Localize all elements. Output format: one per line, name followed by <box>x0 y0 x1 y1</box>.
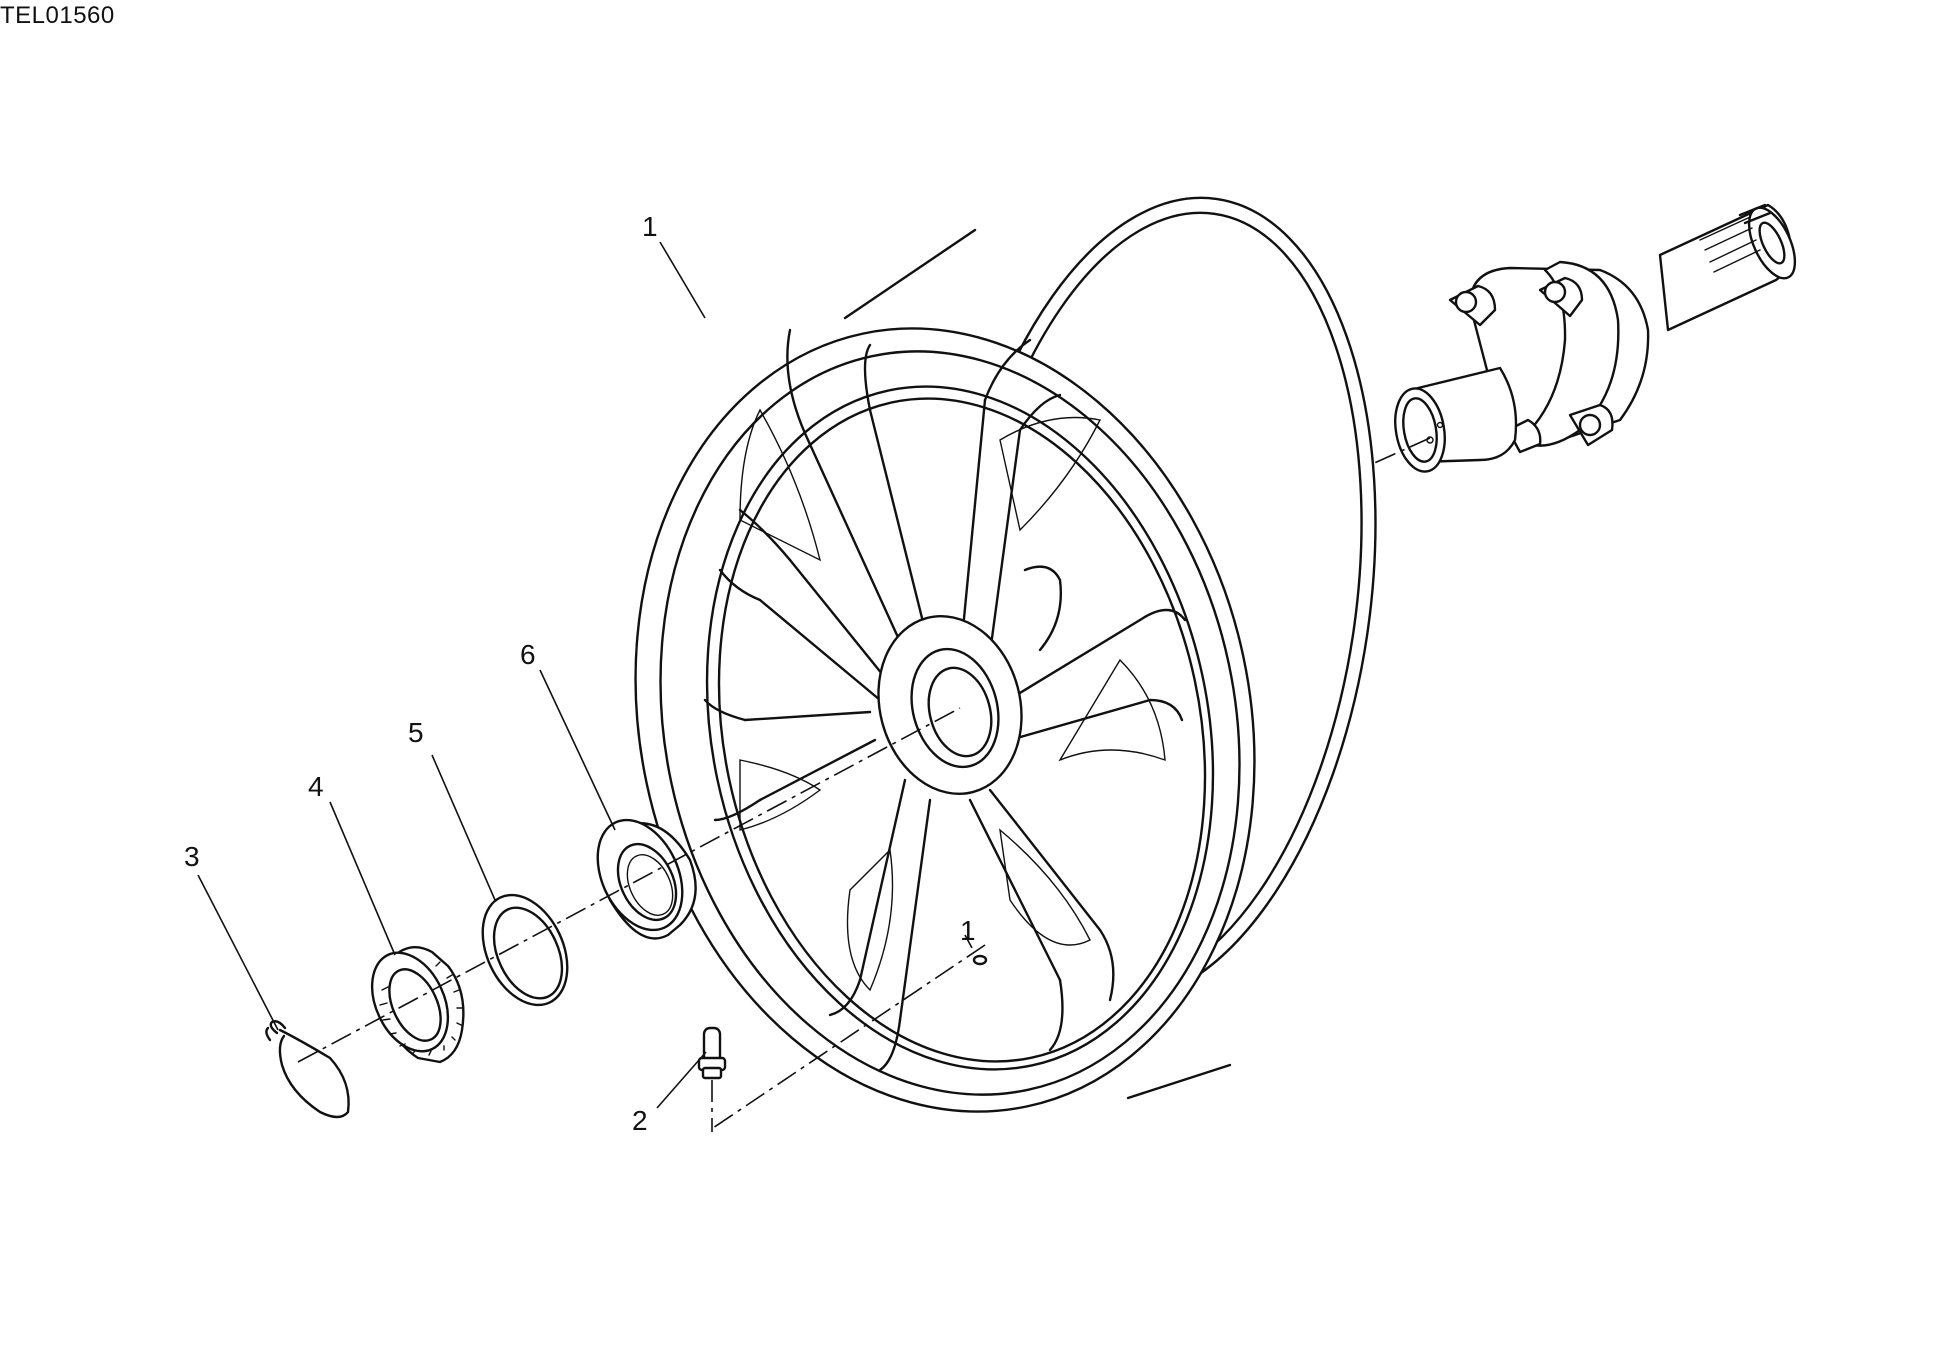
seal-icon[interactable] <box>581 806 699 943</box>
tyre-valve-icon[interactable] <box>697 1026 727 1080</box>
wheel-hub-shaft-icon[interactable] <box>1389 201 1804 476</box>
callout-4-ring-nut: 4 <box>308 771 324 802</box>
circlip-icon[interactable] <box>265 1020 350 1119</box>
callout-5-washer: 5 <box>408 717 424 748</box>
callout-3-circlip: 3 <box>184 841 200 872</box>
drawing-code: TEL01560 <box>0 2 115 29</box>
callout-2-valve: 2 <box>632 1105 648 1136</box>
washer-icon[interactable] <box>466 881 584 1018</box>
callout-6-seal: 6 <box>520 639 536 670</box>
rear-wheel-rim-icon[interactable] <box>565 170 1425 1170</box>
callout-1-wheel: 1 <box>642 211 658 242</box>
ring-nut-icon[interactable] <box>357 941 465 1064</box>
callout-1-valve-hole: 1 <box>960 915 976 946</box>
